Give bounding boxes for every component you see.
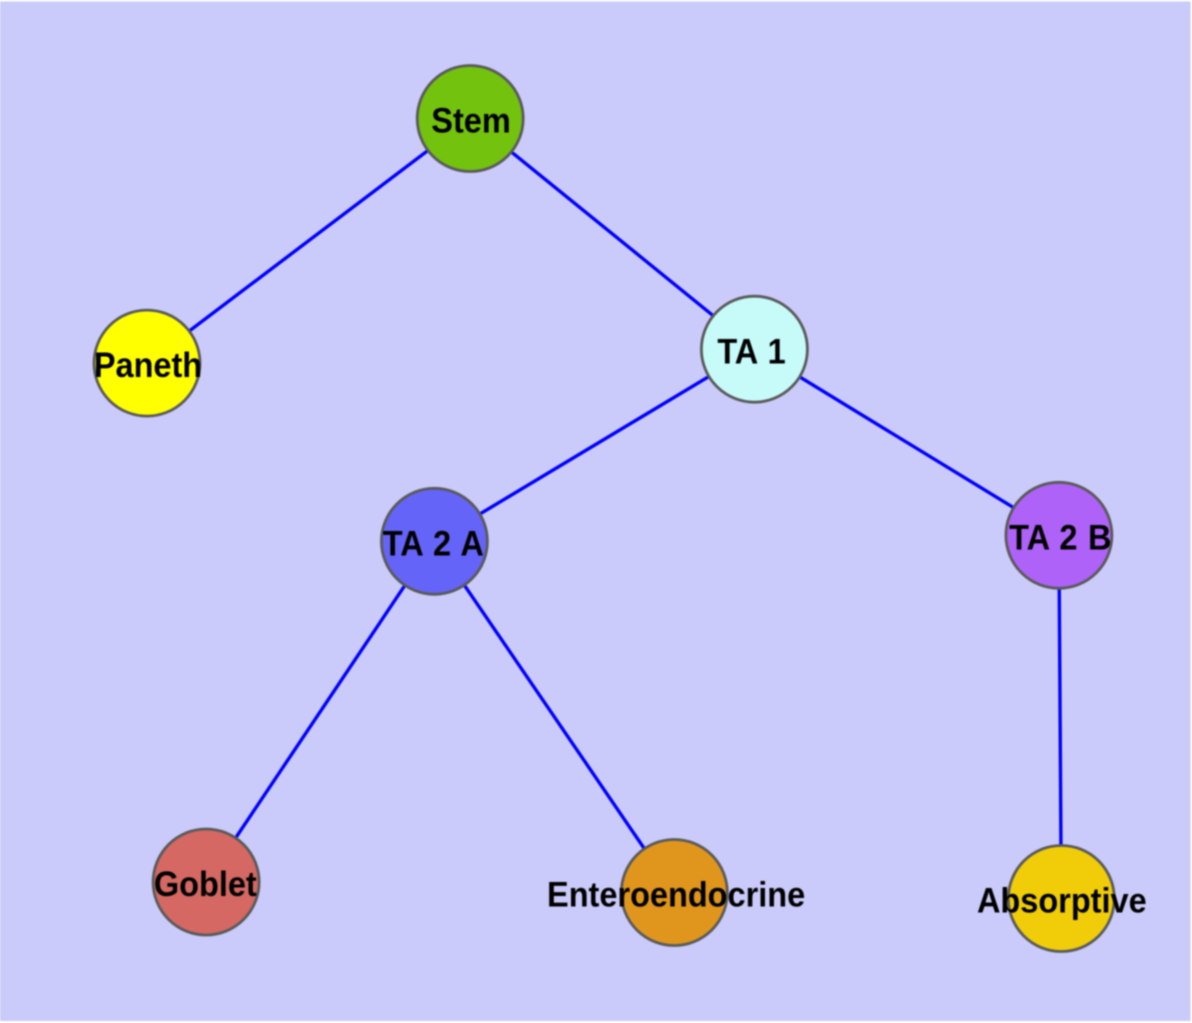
- svg-text:TA 1: TA 1: [717, 332, 785, 372]
- svg-text:Enteroendocrine: Enteroendocrine: [547, 875, 805, 915]
- svg-text:TA 2 B: TA 2 B: [1009, 518, 1111, 558]
- svg-text:Goblet: Goblet: [154, 865, 257, 905]
- svg-text:Absorptive: Absorptive: [977, 881, 1147, 921]
- svg-text:Stem: Stem: [431, 101, 510, 141]
- svg-text:Paneth: Paneth: [94, 346, 202, 386]
- svg-text:TA 2 A: TA 2 A: [383, 524, 484, 564]
